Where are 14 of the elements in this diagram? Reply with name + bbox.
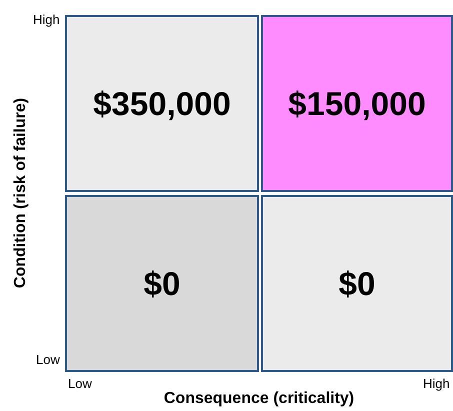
- cell-value: $150,000: [288, 84, 426, 122]
- axis-tick-label: High: [33, 12, 60, 27]
- matrix-cell: [65, 15, 259, 192]
- cell-value: $350,000: [93, 84, 231, 122]
- matrix-cell: [261, 195, 453, 372]
- cell-value: $0: [144, 264, 180, 302]
- axis-tick-label: Low: [36, 352, 60, 367]
- matrix-cell: [65, 195, 259, 372]
- matrix-cell: [261, 15, 453, 192]
- axis-tick-label: High: [423, 376, 450, 391]
- axis-title: Consequence (criticality): [164, 390, 354, 408]
- axis-title: Condition (risk of failure): [12, 98, 30, 288]
- cell-value: $0: [338, 264, 376, 302]
- axis-tick-label: Low: [68, 376, 92, 391]
